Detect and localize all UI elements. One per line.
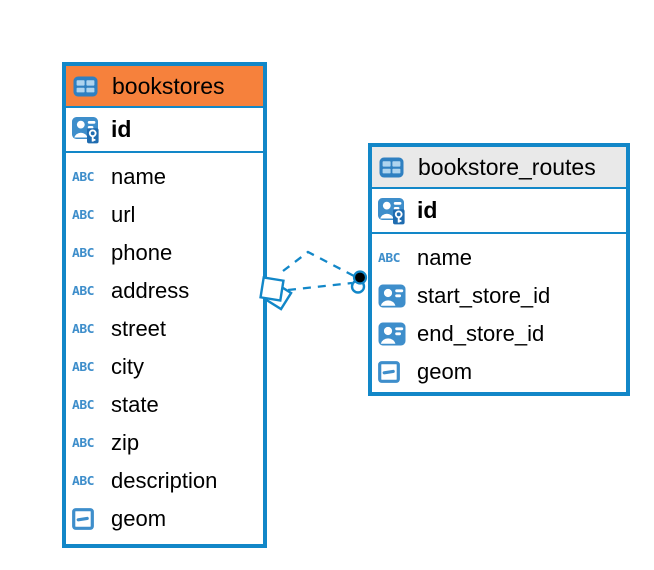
column-label: url (111, 202, 136, 227)
column-row-end-store-id[interactable]: end_store_id (372, 315, 626, 353)
table-header-bookstores[interactable]: bookstores (66, 66, 263, 108)
column-label: zip (111, 430, 140, 455)
table-title: bookstore_routes (418, 153, 596, 180)
column-row-description[interactable]: ABC description (66, 462, 263, 500)
text-type-icon: ABC (72, 321, 94, 337)
column-row-zip[interactable]: ABC zip (66, 424, 263, 462)
table-bookstore-routes[interactable]: bookstore_routes id ABC name start_store… (368, 143, 630, 396)
text-type-icon: ABC (72, 245, 94, 261)
text-type-icon: ABC (72, 207, 94, 223)
column-row-name[interactable]: ABC name (66, 158, 263, 196)
pk-row-bookstores-id[interactable]: id (66, 108, 263, 153)
geometry-type-icon (72, 508, 102, 530)
column-row-geom[interactable]: geom (66, 500, 263, 538)
column-label: street (111, 316, 167, 341)
column-list: ABC name start_store_id end_store_id ge (372, 234, 626, 393)
text-type-icon: ABC (72, 283, 94, 299)
text-type-icon: ABC (72, 359, 94, 375)
relationship-line[interactable] (287, 281, 353, 292)
pk-row-routes-id[interactable]: id (372, 189, 626, 234)
column-row-start-store-id[interactable]: start_store_id (372, 277, 626, 315)
column-row-state[interactable]: ABC state (66, 386, 263, 424)
column-label: geom (417, 359, 473, 384)
relationship-line[interactable] (282, 250, 355, 278)
column-label: description (111, 468, 218, 493)
column-label: end_store_id (417, 321, 545, 346)
column-label: city (111, 354, 144, 379)
column-label: name (111, 164, 167, 189)
table-icon (379, 157, 409, 178)
column-row-address[interactable]: ABC address (66, 272, 263, 310)
primary-key-icon (72, 116, 102, 144)
column-label: name (417, 245, 473, 270)
column-row-phone[interactable]: ABC phone (66, 234, 263, 272)
text-type-icon: ABC (378, 250, 400, 266)
pk-column-label: id (417, 197, 438, 223)
text-type-icon: ABC (72, 435, 94, 451)
text-type-icon: ABC (72, 169, 94, 185)
table-header-bookstore-routes[interactable]: bookstore_routes (372, 147, 626, 189)
relationship-target-marker[interactable] (350, 270, 368, 294)
column-label: start_store_id (417, 283, 551, 308)
column-label: address (111, 278, 190, 303)
fk-reference-icon (378, 284, 408, 308)
text-type-icon: ABC (72, 473, 94, 489)
column-label: phone (111, 240, 173, 265)
primary-key-icon (378, 197, 408, 225)
column-row-name[interactable]: ABC name (372, 239, 626, 277)
table-bookstores[interactable]: bookstores id ABC name ABC url ABC phone… (62, 62, 267, 548)
column-row-url[interactable]: ABC url (66, 196, 263, 234)
column-label: state (111, 392, 159, 417)
table-title: bookstores (112, 72, 225, 99)
geometry-type-icon (378, 361, 408, 383)
pk-column-label: id (111, 116, 132, 142)
text-type-icon: ABC (72, 397, 94, 413)
fk-reference-icon (378, 322, 408, 346)
column-list: ABC name ABC url ABC phone ABC address A… (66, 153, 263, 540)
column-label: geom (111, 506, 167, 531)
table-icon (73, 76, 103, 97)
column-row-city[interactable]: ABC city (66, 348, 263, 386)
column-row-street[interactable]: ABC street (66, 310, 263, 348)
column-row-geom[interactable]: geom (372, 353, 626, 391)
